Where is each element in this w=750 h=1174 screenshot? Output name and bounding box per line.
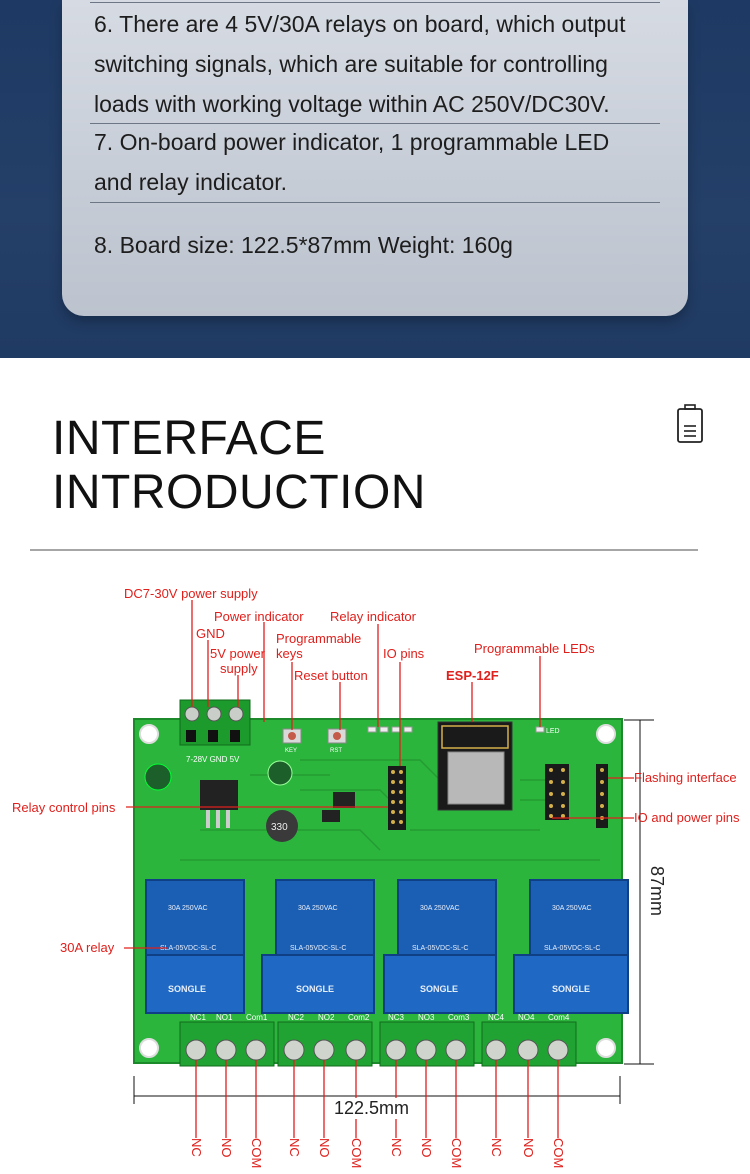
svg-text:30A 250VAC: 30A 250VAC: [298, 905, 338, 912]
label-dc-supply: DC7-30V power supply: [124, 586, 258, 601]
battery-icon: [677, 404, 703, 443]
divider: [90, 123, 660, 124]
label-5v-supply: 5V power: [210, 646, 265, 661]
dimension-height: 87mm: [647, 866, 667, 917]
svg-text:30A 250VAC: 30A 250VAC: [420, 905, 460, 912]
svg-text:KEY: KEY: [285, 748, 297, 754]
svg-text:SONGLE: SONGLE: [168, 984, 206, 994]
label-programmable-leds: Programmable LEDs: [474, 641, 595, 656]
spec-6-line-1: 6. There are 4 5V/30A relays on board, w…: [94, 11, 626, 37]
label-30a-relay: 30A relay: [60, 940, 115, 955]
pin-label: COM: [249, 1138, 264, 1169]
spec-8: 8. Board size: 122.5*87mm Weight: 160g: [94, 232, 513, 258]
pin-label: COM: [449, 1138, 464, 1169]
spec-7: 7. On-board power indicator, 1 programma…: [94, 122, 684, 202]
terminal-silkscreen: NO4: [518, 1013, 535, 1022]
svg-text:30A 250VAC: 30A 250VAC: [552, 905, 592, 912]
section-title: INTERFACE INTRODUCTION: [52, 412, 426, 520]
title-line-1: INTERFACE: [52, 412, 326, 465]
board-diagram: 7-28V GND 5V 330 KEY RST LED: [124, 600, 654, 1138]
terminal-silkscreen: NO2: [318, 1013, 335, 1022]
svg-text:SLA-05VDC-SL-C: SLA-05VDC-SL-C: [544, 945, 600, 952]
io-header: [388, 766, 406, 830]
pin-label: NO: [521, 1138, 536, 1158]
label-programmable-keys-2: keys: [276, 646, 303, 661]
pin-label: NO: [317, 1138, 332, 1158]
terminal-silkscreen: NC3: [388, 1013, 405, 1022]
svg-text:7-28V GND 5V: 7-28V GND 5V: [186, 755, 240, 764]
spec-6-line-3: loads with working voltage within AC 250…: [94, 91, 610, 117]
svg-text:330: 330: [271, 822, 288, 833]
svg-text:SONGLE: SONGLE: [296, 984, 334, 994]
spec-7-line-2: and relay indicator.: [94, 169, 288, 195]
dimension-width: 122.5mm: [332, 1098, 412, 1119]
title-divider: [30, 549, 698, 551]
specs-band: 6. There are 4 5V/30A relays on board, w…: [0, 0, 750, 358]
spec-6: 6. There are 4 5V/30A relays on board, w…: [94, 4, 684, 124]
svg-text:RST: RST: [330, 748, 342, 754]
label-esp12f: ESP-12F: [446, 668, 499, 683]
pin-label: NC: [489, 1138, 504, 1157]
label-flashing-interface: Flashing interface: [634, 770, 737, 785]
label-gnd: GND: [196, 626, 225, 641]
terminal-silkscreen: Com2: [348, 1013, 370, 1022]
label-relay-control-pins: Relay control pins: [12, 800, 116, 815]
label-reset-button: Reset button: [294, 668, 368, 683]
svg-text:SLA-05VDC-SL-C: SLA-05VDC-SL-C: [412, 945, 468, 952]
terminal-silkscreen: NO3: [418, 1013, 435, 1022]
svg-text:LED: LED: [546, 728, 560, 735]
pin-label: NO: [219, 1138, 234, 1158]
label-5v-supply-2: supply: [220, 661, 258, 676]
pin-label: COM: [551, 1138, 566, 1169]
svg-text:30A 250VAC: 30A 250VAC: [168, 905, 208, 912]
relays: [145, 879, 629, 1014]
terminal-silkscreen: Com3: [448, 1013, 470, 1022]
label-io-pins: IO pins: [383, 646, 425, 661]
pin-label: NC: [287, 1138, 302, 1157]
title-line-2: INTRODUCTION: [52, 466, 426, 519]
svg-text:SLA-05VDC-SL-C: SLA-05VDC-SL-C: [290, 945, 346, 952]
pin-label: COM: [349, 1138, 364, 1169]
specs-card: 6. There are 4 5V/30A relays on board, w…: [62, 0, 688, 316]
spec-7-line-1: 7. On-board power indicator, 1 programma…: [94, 129, 610, 155]
pin-label: NO: [419, 1138, 434, 1158]
terminal-silkscreen: Com4: [548, 1013, 570, 1022]
pin-label: NC: [189, 1138, 204, 1157]
terminal-silkscreen: NC1: [190, 1013, 207, 1022]
divider: [90, 202, 660, 203]
terminal-silkscreen: NC2: [288, 1013, 305, 1022]
svg-text:SONGLE: SONGLE: [420, 984, 458, 994]
pin-label: NC: [389, 1138, 404, 1157]
label-power-indicator: Power indicator: [214, 609, 304, 624]
label-relay-indicator: Relay indicator: [330, 609, 416, 624]
svg-text:SLA-05VDC-SL-C: SLA-05VDC-SL-C: [160, 945, 216, 952]
terminal-silkscreen: NC4: [488, 1013, 505, 1022]
svg-text:SONGLE: SONGLE: [552, 984, 590, 994]
spec-6-line-2: switching signals, which are suitable fo…: [94, 51, 608, 77]
terminal-silkscreen: NO1: [216, 1013, 233, 1022]
label-programmable-keys: Programmable: [276, 631, 362, 646]
terminal-silkscreen: Com1: [246, 1013, 268, 1022]
label-io-power-pins: IO and power pins: [634, 810, 740, 825]
divider: [90, 2, 660, 3]
